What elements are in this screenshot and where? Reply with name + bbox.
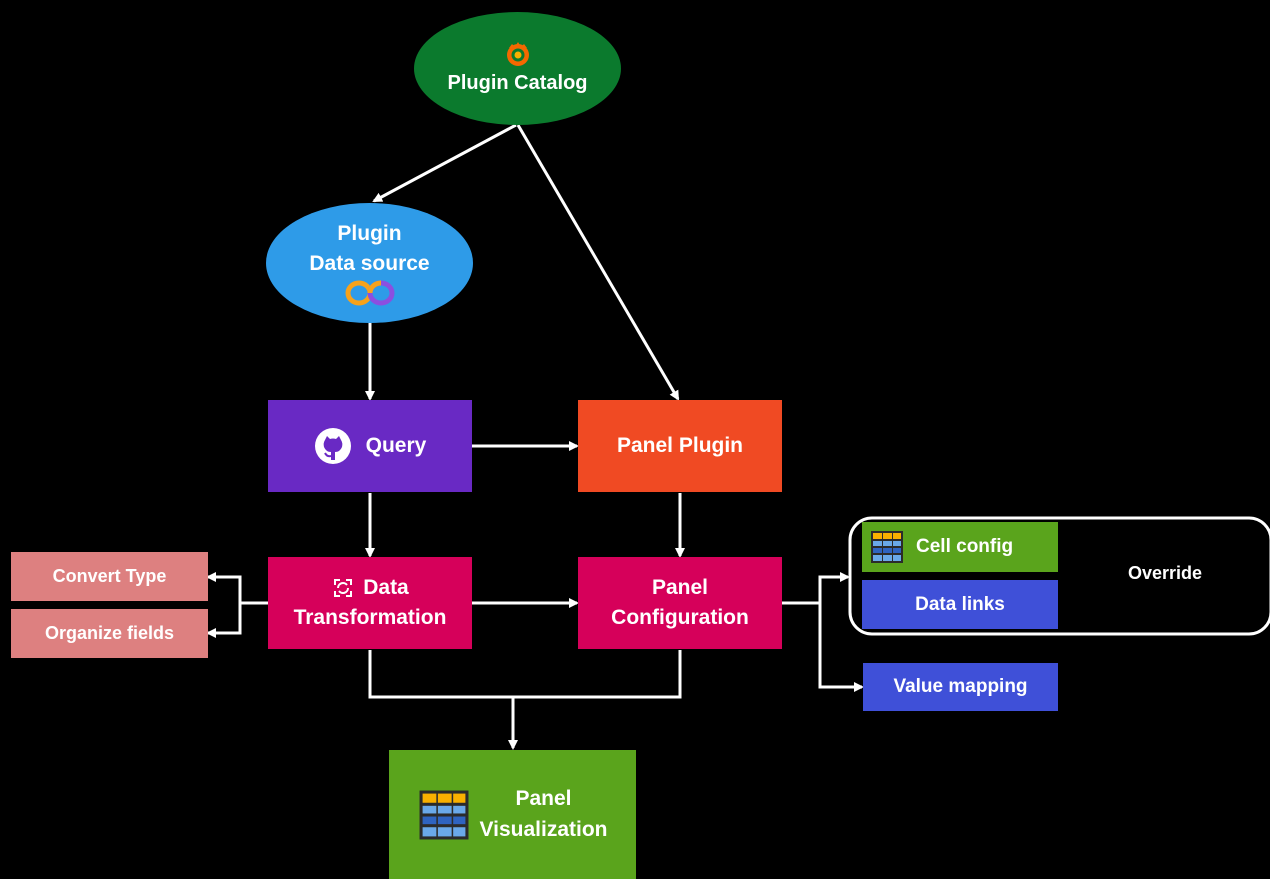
- data-transformation-node[interactable]: Data Transformation: [268, 557, 472, 649]
- cell-config-node[interactable]: Cell config: [862, 522, 1058, 572]
- data-links-node[interactable]: Data links: [862, 580, 1058, 629]
- organize-fields-node[interactable]: Organize fields: [11, 609, 208, 658]
- transform-icon: [331, 576, 355, 600]
- convert-type-label: Convert Type: [52, 566, 167, 586]
- query-label: Query: [365, 434, 427, 457]
- github-icon: [314, 427, 352, 465]
- plugin-catalog-node[interactable]: Plugin Catalog: [414, 12, 621, 125]
- transformation-label-line2: Transformation: [293, 606, 447, 629]
- plugin-datasource-node[interactable]: Plugin Data source: [266, 203, 473, 323]
- configuration-label-line1: Panel: [651, 575, 708, 599]
- datasource-label-line1: Plugin: [337, 221, 402, 245]
- infinity-icon: [344, 279, 396, 307]
- value-mapping-label: Value mapping: [893, 676, 1028, 697]
- override-text: Override: [1127, 562, 1203, 583]
- datasource-label-line2: Data source: [309, 252, 430, 275]
- edge-transformation-to-visualization: [368, 650, 513, 699]
- edge-to-convert-type: [206, 572, 242, 603]
- panel-plugin-label: Panel Plugin: [616, 434, 744, 457]
- cell-config-label: Cell config: [916, 536, 1014, 557]
- panel-plugin-node[interactable]: Panel Plugin: [578, 400, 782, 492]
- table-icon: [870, 530, 904, 564]
- edge-catalog-to-panel-plugin: [516, 124, 680, 401]
- value-mapping-node[interactable]: Value mapping: [863, 663, 1058, 711]
- table-icon: [418, 789, 470, 841]
- convert-type-node[interactable]: Convert Type: [11, 552, 208, 601]
- edge-to-override: [818, 572, 850, 603]
- query-node[interactable]: Query: [268, 400, 472, 492]
- plugin-catalog-label: Plugin Catalog: [447, 72, 588, 94]
- panel-configuration-node[interactable]: Panel Configuration: [578, 557, 782, 649]
- override-group-outline: [848, 516, 1270, 636]
- override-label: Override: [1090, 555, 1240, 591]
- organize-fields-label: Organize fields: [44, 623, 175, 643]
- data-links-label: Data links: [915, 593, 1005, 615]
- grafana-logo-icon: [503, 39, 533, 69]
- edge-configuration-to-visualization: [513, 650, 682, 699]
- visualization-label-line1: Panel: [515, 787, 572, 811]
- edge-to-organize-fields: [206, 603, 242, 638]
- configuration-label-line2: Configuration: [611, 606, 749, 629]
- transformation-label-line1: Data: [363, 575, 409, 599]
- visualization-label-line2: Visualization: [479, 817, 608, 841]
- edge-to-value-mapping: [818, 603, 864, 692]
- panel-visualization-node[interactable]: Panel Visualization: [389, 750, 636, 879]
- edge-catalog-to-datasource: [372, 123, 517, 203]
